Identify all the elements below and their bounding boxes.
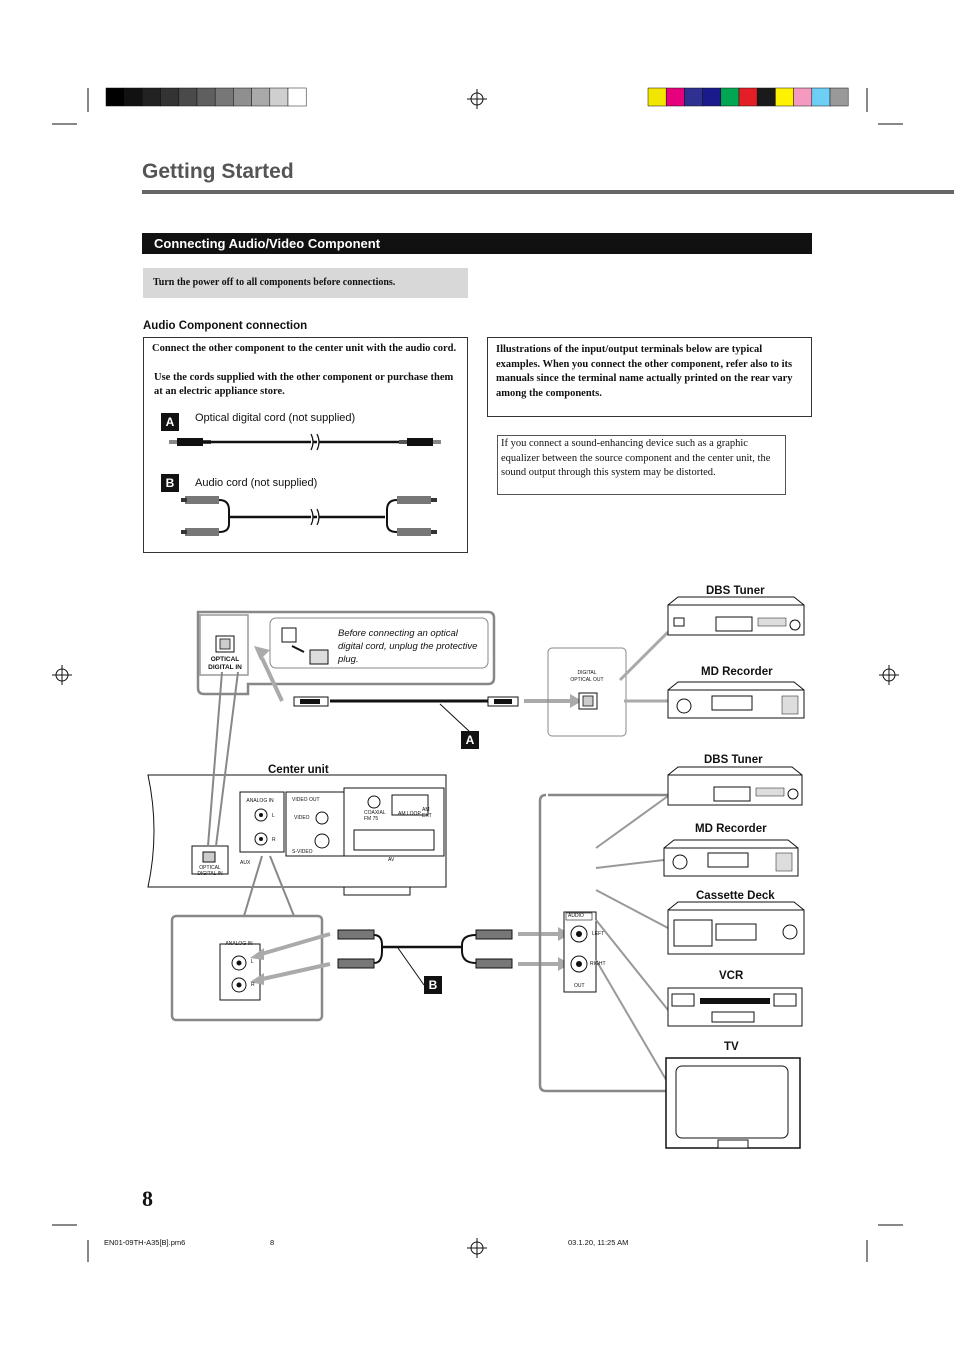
grayscale-swatch xyxy=(160,87,180,107)
instruction-line-2: Use the cords supplied with the other co… xyxy=(154,372,454,397)
grayscale-swatch xyxy=(196,87,216,107)
tv-icon xyxy=(665,1057,801,1149)
panel-video: VIDEO xyxy=(294,815,310,821)
audio-cord-icon xyxy=(181,496,437,536)
device-label-md-recorder-top: MD Recorder xyxy=(701,666,773,678)
section-heading: Connecting Audio/Video Component xyxy=(142,233,812,254)
grayscale-swatch xyxy=(178,87,198,107)
optical-cord-icon xyxy=(169,433,441,451)
color-swatch xyxy=(811,87,831,107)
optical-out-label: DIGITAL OPTICAL OUT xyxy=(570,670,604,683)
vcr-icon xyxy=(667,987,803,1027)
audio-out-bottom: OUT xyxy=(574,983,585,989)
color-swatch xyxy=(702,87,722,107)
device-label-tv: TV xyxy=(724,1041,739,1053)
panel-optical: OPTICAL DIGITAL IN xyxy=(197,865,223,877)
grayscale-swatch xyxy=(233,87,252,107)
cord-a-badge: A xyxy=(161,413,179,431)
footer-date: 03.1.20, 11:25 AM xyxy=(568,1238,629,1247)
color-swatch xyxy=(684,87,703,107)
md-recorder-icon-1 xyxy=(667,681,805,719)
dbs-tuner-icon-2 xyxy=(667,766,803,806)
cord-b-label: Audio cord (not supplied) xyxy=(195,477,318,489)
device-label-dbs-tuner-top: DBS Tuner xyxy=(706,585,765,597)
equalizer-note: If you connect a sound-enhancing device … xyxy=(501,438,771,478)
panel-analog-in: ANALOG IN xyxy=(246,798,274,804)
panel-svideo: S-VIDEO xyxy=(292,849,313,855)
cassette-deck-icon xyxy=(667,901,805,955)
device-label-vcr: VCR xyxy=(719,970,744,982)
color-swatch xyxy=(720,87,740,107)
panel-av: AV xyxy=(388,857,395,863)
footer-file: EN01-09TH-A35[B].pm6 xyxy=(104,1238,186,1247)
grayscale-swatch xyxy=(287,87,307,107)
panel-video-out: VIDEO OUT xyxy=(292,797,320,803)
color-swatch xyxy=(665,87,685,107)
audio-connection-heading: Audio Component connection xyxy=(143,320,308,332)
grayscale-swatch xyxy=(269,87,289,107)
color-swatch xyxy=(756,87,776,107)
grayscale-swatch xyxy=(105,87,125,107)
color-swatch xyxy=(793,87,813,107)
color-swatch xyxy=(775,87,794,107)
cord-illustrations xyxy=(169,433,441,536)
audio-out-left: LEFT xyxy=(592,931,605,937)
power-off-note: Turn the power off to all components bef… xyxy=(143,268,468,298)
center-unit-label: Center unit xyxy=(268,764,329,776)
audio-out-right: RIGHT xyxy=(590,961,606,967)
title-rule xyxy=(142,190,954,194)
zoom-r: R xyxy=(251,982,255,988)
illustrations-note-box xyxy=(487,337,812,417)
panel-am-ext: AM EXT xyxy=(422,807,432,819)
color-swatch xyxy=(829,87,849,107)
instruction-line-1: Connect the other component to the cente… xyxy=(152,343,457,354)
panel-am-loop: AM LOOP xyxy=(398,811,421,817)
zoom-analog-in: ANALOG IN xyxy=(225,941,253,947)
footer-page: 8 xyxy=(270,1238,275,1247)
md-recorder-icon-2 xyxy=(663,839,799,877)
dbs-tuner-icon-1 xyxy=(667,596,805,636)
connection-diagram xyxy=(147,596,805,1149)
audio-out-title: AUDIO xyxy=(568,913,584,919)
page-number: 8 xyxy=(142,1186,153,1211)
device-label-md-recorder: MD Recorder xyxy=(695,823,767,835)
diagram-badge-a: A xyxy=(461,731,479,749)
equalizer-note-box xyxy=(497,435,786,495)
device-label-dbs-tuner: DBS Tuner xyxy=(704,754,763,766)
cord-a-label: Optical digital cord (not supplied) xyxy=(195,412,356,424)
zoom-l: L xyxy=(251,959,254,965)
grayscale-swatch xyxy=(251,87,271,107)
instruction-box xyxy=(143,337,468,553)
panel-l: L xyxy=(272,813,275,819)
panel-coaxial: COAXIAL FM 75 xyxy=(364,810,386,822)
color-swatch xyxy=(647,87,667,107)
grayscale-swatch xyxy=(123,87,143,107)
panel-r: R xyxy=(272,837,276,843)
protective-plug-note: Before connecting an optical digital cor… xyxy=(338,628,478,665)
page-title: Getting Started xyxy=(142,160,294,183)
color-swatch xyxy=(738,87,758,107)
optical-in-label: OPTICAL DIGITAL IN xyxy=(208,656,242,671)
device-label-cassette-deck: Cassette Deck xyxy=(696,890,775,902)
grayscale-swatch xyxy=(142,87,161,107)
illustrations-note: Illustrations of the input/output termin… xyxy=(496,344,793,399)
cord-b-badge: B xyxy=(161,474,179,492)
panel-aux: AUX xyxy=(240,860,251,866)
diagram-badge-b: B xyxy=(424,976,442,994)
grayscale-swatch xyxy=(214,87,234,107)
